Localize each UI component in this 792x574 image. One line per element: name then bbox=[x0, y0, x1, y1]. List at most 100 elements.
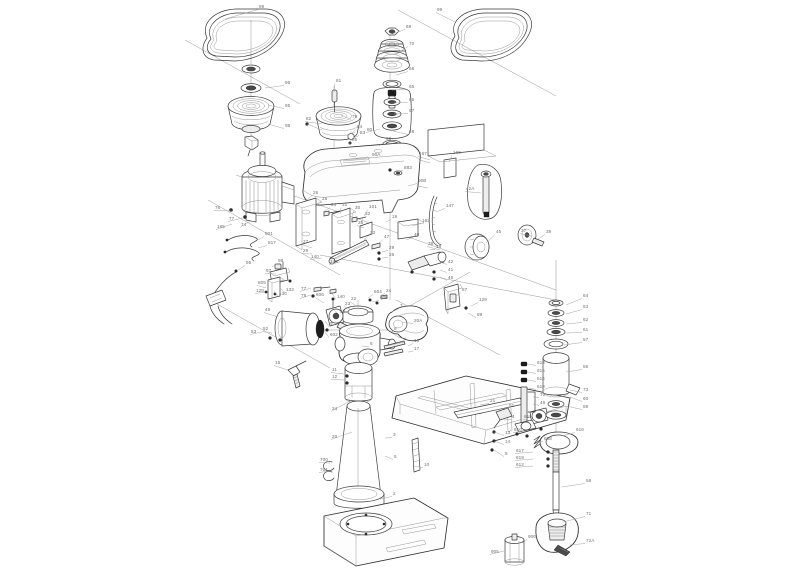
callout-number: 77 bbox=[301, 286, 307, 291]
callout-5: 5 bbox=[493, 449, 508, 457]
callout-number: 610 bbox=[514, 427, 522, 432]
callout-number: 46 bbox=[448, 275, 454, 280]
feed-handle-hub bbox=[385, 305, 429, 342]
callout-number: 162 bbox=[422, 218, 430, 223]
callout-number: 140 bbox=[311, 254, 319, 259]
leader-line bbox=[467, 312, 477, 318]
callout-79: 79 bbox=[340, 114, 358, 120]
callout-number: 80 bbox=[367, 127, 373, 132]
leader-line bbox=[514, 458, 534, 461]
leader-line bbox=[343, 306, 353, 311]
leader-line bbox=[401, 321, 414, 324]
callout-30: 30 bbox=[351, 205, 361, 217]
chuck-arbor-group bbox=[407, 251, 447, 281]
callout-number: 26 bbox=[313, 190, 319, 195]
callout-number: 71 bbox=[586, 511, 592, 516]
callout-number: 817 bbox=[268, 240, 276, 245]
callout-number: 99 bbox=[437, 7, 443, 12]
callout-11: 11 bbox=[330, 367, 345, 375]
callout-number: 608 bbox=[544, 436, 552, 441]
callout-number: 64 bbox=[583, 293, 589, 298]
callout-number: 99 bbox=[259, 4, 265, 9]
callout-number: 615 bbox=[537, 368, 545, 373]
callout-616: 616 bbox=[561, 427, 584, 437]
leader-line bbox=[407, 183, 418, 187]
callout-70: 70 bbox=[394, 41, 415, 56]
callout-82: 82 bbox=[304, 116, 323, 125]
callout-number: 38 bbox=[428, 241, 434, 246]
callout-59: 59 bbox=[565, 404, 589, 410]
leader-line bbox=[522, 419, 533, 422]
leader-line bbox=[363, 209, 369, 217]
callout-number: 82 bbox=[306, 116, 312, 121]
callout-number: 16 bbox=[414, 338, 420, 343]
callout-97: 97 bbox=[264, 268, 277, 275]
callout-61: 61 bbox=[565, 327, 589, 334]
leader-line bbox=[318, 470, 331, 473]
callout-number: 31 bbox=[342, 202, 348, 207]
callout-20: 20 bbox=[330, 431, 353, 440]
callout-number: 23 bbox=[345, 301, 351, 306]
callout-number: 801 bbox=[265, 231, 273, 236]
callout-number: 129 bbox=[256, 288, 264, 293]
callout-number: 36 bbox=[358, 220, 364, 225]
callout-number: 67 bbox=[409, 108, 415, 113]
callout-number: 53 bbox=[251, 329, 257, 334]
callout-number: 60 bbox=[583, 396, 589, 401]
callout-number: 79 bbox=[352, 114, 358, 119]
callout-number: 24 bbox=[386, 288, 392, 293]
callout-130: 130 bbox=[273, 290, 287, 297]
callout-42: 42 bbox=[439, 259, 454, 265]
leader-line bbox=[514, 465, 534, 468]
callout-number: 101 bbox=[369, 204, 377, 209]
leader-line bbox=[393, 102, 409, 104]
callout-number: 20A bbox=[414, 318, 423, 323]
callout-168: 168 bbox=[448, 150, 461, 163]
callout-71: 71 bbox=[562, 511, 592, 523]
callout-57: 57 bbox=[563, 337, 589, 346]
callout-27: 27 bbox=[301, 239, 313, 249]
leader-line bbox=[356, 225, 365, 229]
callout-number: 24 bbox=[331, 202, 337, 207]
callout-76: 76 bbox=[213, 205, 233, 212]
quill-hardware bbox=[359, 221, 381, 261]
callout-number: 167 bbox=[419, 151, 427, 156]
callout-number: 57 bbox=[583, 337, 589, 342]
depth-rod-assembly bbox=[514, 361, 541, 449]
leader-line bbox=[264, 85, 285, 89]
spindle-pulley-stack bbox=[227, 64, 275, 157]
callout-37: 37 bbox=[519, 228, 532, 237]
callout-number: 70 bbox=[409, 41, 415, 46]
callout-number: 905 bbox=[491, 549, 499, 554]
callout-18: 18 bbox=[429, 244, 442, 251]
callout-21: 21 bbox=[479, 398, 496, 406]
callout-62: 62 bbox=[565, 317, 589, 325]
drive-belt-left bbox=[202, 8, 285, 62]
callout-38: 38 bbox=[426, 241, 441, 251]
leader-line bbox=[365, 128, 381, 133]
callout-number: 617 bbox=[516, 448, 524, 453]
callout-140: 140 bbox=[309, 254, 323, 260]
callout-number: 5 bbox=[394, 454, 397, 459]
callout-99: 99 bbox=[435, 7, 456, 23]
leader-line bbox=[565, 405, 583, 410]
chuck-key bbox=[504, 533, 525, 566]
callout-89: 89 bbox=[467, 312, 483, 318]
leader-line bbox=[371, 300, 380, 303]
callout-5: 5 bbox=[384, 454, 397, 460]
callout-number: 619 bbox=[516, 455, 524, 460]
leader-line bbox=[367, 294, 374, 299]
leader-line bbox=[565, 369, 583, 373]
callout-610: 610 bbox=[512, 427, 525, 433]
callout-83: 83 bbox=[353, 130, 366, 139]
leader-line bbox=[439, 276, 448, 281]
leader-line bbox=[532, 403, 540, 406]
callout-614: 614 bbox=[527, 360, 545, 366]
leader-line bbox=[299, 294, 312, 299]
leader-line bbox=[479, 403, 490, 406]
callout-4: 4 bbox=[503, 414, 515, 421]
leader-line bbox=[514, 451, 534, 454]
leader-line bbox=[392, 130, 409, 135]
callout-number: 68 bbox=[409, 129, 415, 134]
